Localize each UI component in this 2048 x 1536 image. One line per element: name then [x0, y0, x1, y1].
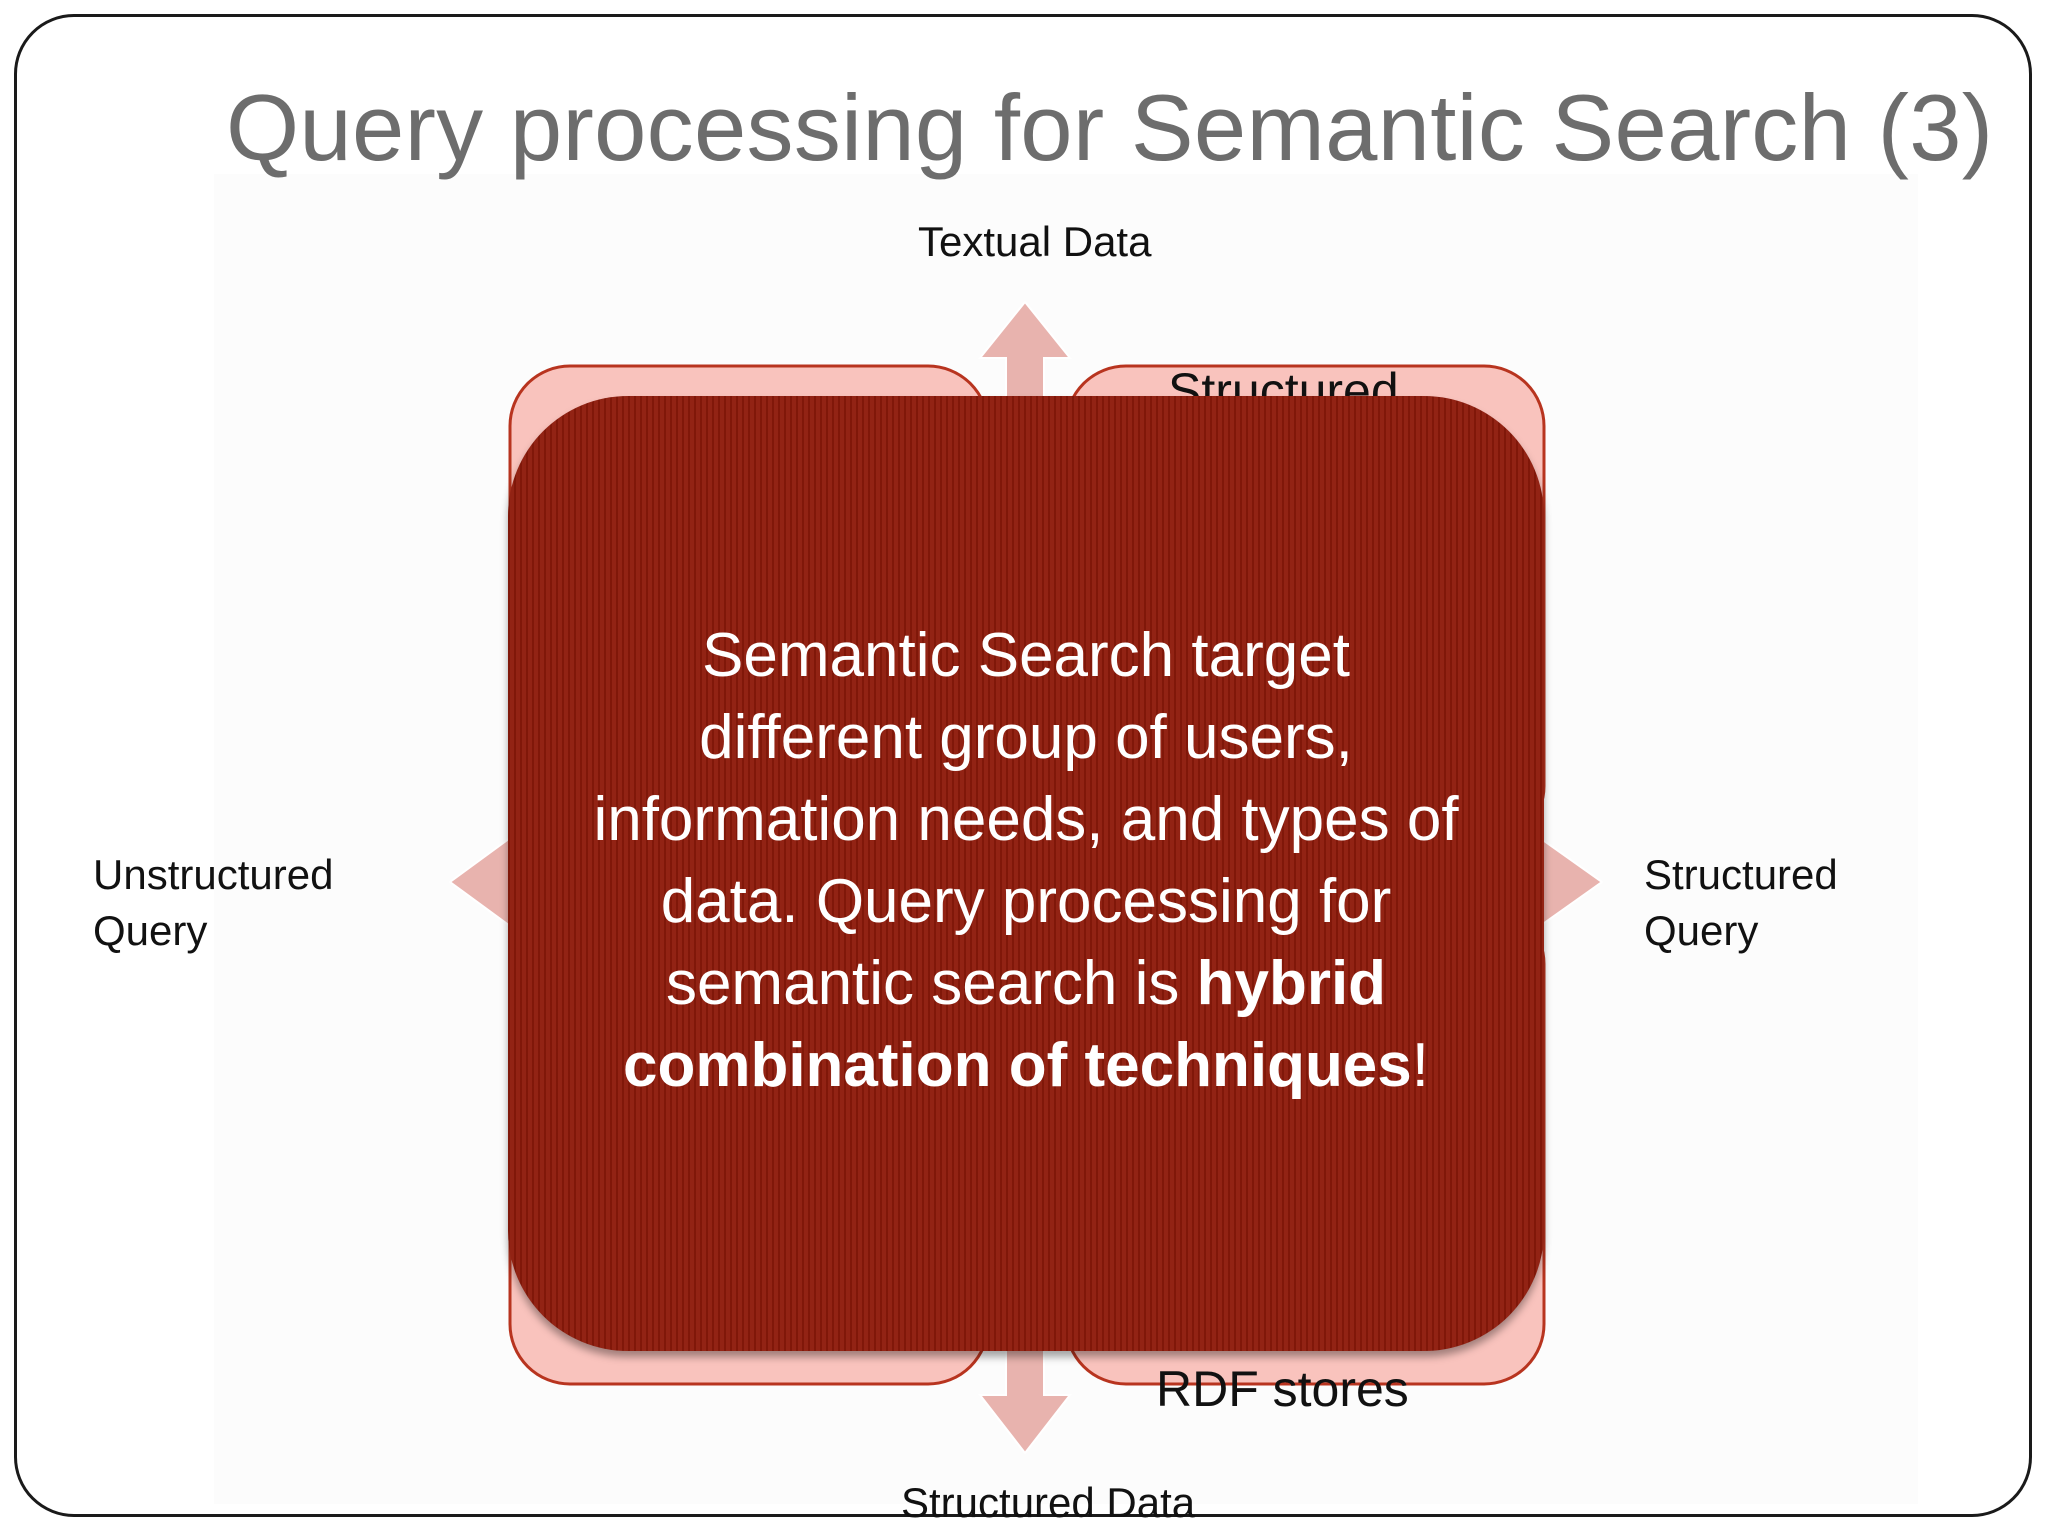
axis-label-top: Textual Data [918, 218, 1152, 265]
axis-label-right: Structured Query [1644, 851, 1838, 954]
overlay-text-part2: ! [1411, 1031, 1430, 1100]
overlay-text-bold: hybrid combination of techniques [622, 949, 1412, 1100]
slide-title: Query processing for Semantic Search (3) [226, 75, 1994, 180]
quadrant-label-bottom-right: RDF stores [1156, 1361, 1409, 1417]
overlay-text-part1: Semantic Search target different group o… [593, 621, 1459, 1018]
axis-label-bottom: Structured Data [901, 1479, 1196, 1526]
overlay-callout: Semantic Search target different group o… [508, 396, 1544, 1351]
overlay-text: Semantic Search target different group o… [586, 615, 1466, 1107]
axis-label-left: Unstructured Query [93, 851, 334, 954]
